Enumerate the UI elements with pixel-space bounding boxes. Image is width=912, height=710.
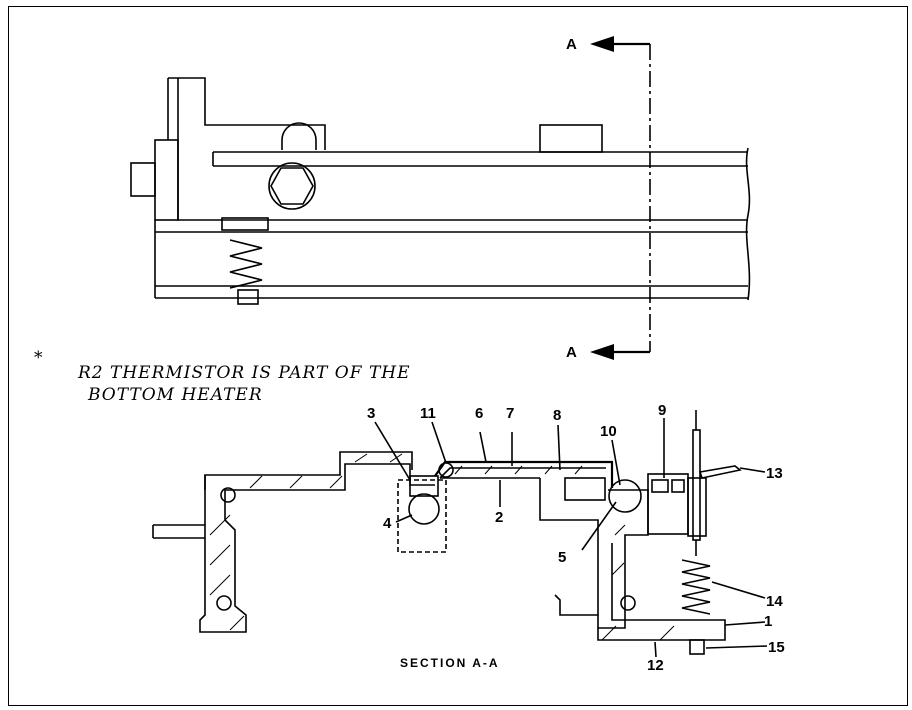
section-arrow-icon [590,344,614,360]
section-marker-bottom: A [566,344,577,361]
callout-6: 6 [475,405,483,422]
callout-9: 9 [658,402,666,419]
note-star: * [34,348,44,368]
callout-11: 11 [420,405,436,422]
callout-8: 8 [553,407,561,424]
section-arrow-icon [590,36,614,52]
callout-10: 10 [600,423,617,440]
callout-1: 1 [764,613,772,630]
drawing-frame [8,6,908,706]
section-view [152,410,742,655]
callout-3: 3 [367,405,375,422]
callout-4: 4 [383,515,392,532]
section-caption: SECTION A-A [400,656,500,670]
top-view [130,36,751,360]
callout-2: 2 [495,509,503,526]
callout-14: 14 [766,593,783,610]
callout-7: 7 [506,405,514,422]
callout-13: 13 [766,465,783,482]
leader-lines [374,418,768,658]
callout-15: 15 [768,639,785,656]
section-marker-top: A [566,36,577,53]
note-line-1: R2 THERMISTOR IS PART OF THE [77,363,411,383]
callout-5: 5 [558,549,566,566]
note-line-2: BOTTOM HEATER [87,385,263,405]
callout-12: 12 [647,657,664,674]
